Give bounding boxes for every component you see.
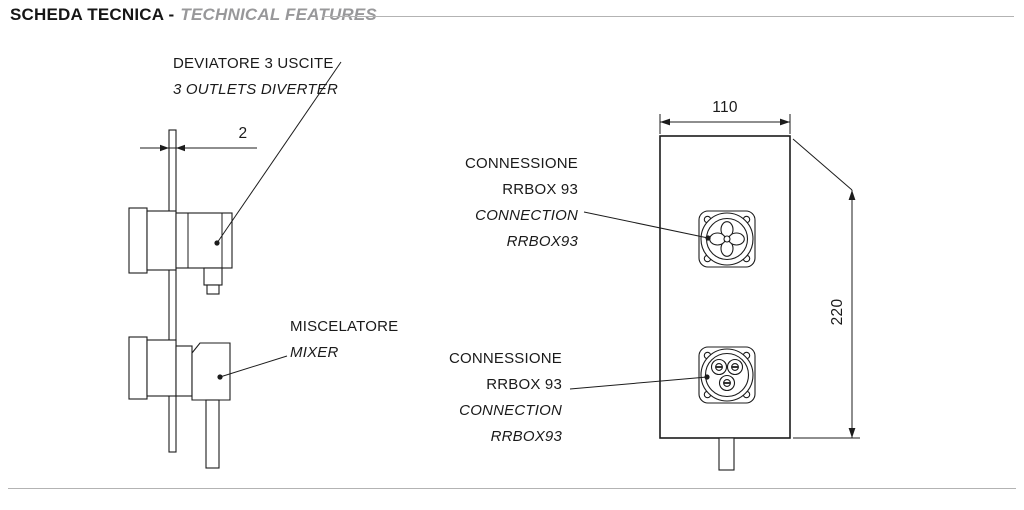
top-connection-line2: RRBOX 93 <box>502 181 578 198</box>
top-connection-line3: CONNECTION <box>475 207 578 224</box>
height-dimension-value: 220 <box>829 298 846 326</box>
outlet-pipe-front <box>718 437 735 471</box>
bottom-connection-line1: CONNESSIONE <box>448 350 562 367</box>
mixer-label-italian: MISCELATORE <box>290 318 399 335</box>
top-connection-leader-line <box>583 211 711 241</box>
mixer-label: MISCELATORE MIXER <box>290 314 398 366</box>
side-wall-plate <box>168 129 177 453</box>
bottom-connection-line4: RRBOX93 <box>490 428 562 445</box>
mixer-leader-line <box>217 355 288 380</box>
bottom-connection-label: CONNESSIONE RRBOX 93 CONNECTION RRBOX93 <box>342 346 562 450</box>
header-rule <box>322 16 1014 17</box>
diverter-label-english: 3 OUTLETS DIVERTER <box>173 81 339 98</box>
thickness-dimension-lines <box>140 144 257 152</box>
footer-rule <box>8 488 1016 489</box>
diverter-label: DEVIATORE 3 USCITE 3 OUTLETS DIVERTER <box>173 51 338 103</box>
top-connection-line1: CONNESSIONE <box>464 155 578 172</box>
width-dimension-value: 110 <box>712 99 738 116</box>
thickness-dimension-value: 2 <box>238 125 248 142</box>
mixer-connector-front <box>698 346 756 404</box>
sheet-title-italian: SCHEDA TECNICA - <box>10 5 175 24</box>
diverter-side-body <box>128 207 233 295</box>
diverter-label-italian: DEVIATORE 3 USCITE <box>173 55 334 72</box>
front-view-drawing <box>569 114 860 471</box>
sheet-title-english: TECHNICAL FEATURES <box>180 5 377 24</box>
header: SCHEDA TECNICA - TECHNICAL FEATURES <box>10 5 1014 31</box>
mixer-side-body <box>128 336 231 469</box>
bottom-connection-leader-line <box>569 374 710 390</box>
width-dimension-lines <box>659 114 791 134</box>
outlet-pipe-side <box>205 399 220 469</box>
bottom-connection-line2: RRBOX 93 <box>486 376 562 393</box>
mixer-label-english: MIXER <box>290 344 339 361</box>
diverter-leader-line <box>214 61 342 246</box>
top-connection-label: CONNESSIONE RRBOX 93 CONNECTION RRBOX93 <box>358 151 578 255</box>
top-connection-line4: RRBOX93 <box>506 233 578 250</box>
bottom-connection-line3: CONNECTION <box>459 402 562 419</box>
diverter-connector-front <box>698 210 756 268</box>
height-dimension-lines <box>792 138 860 439</box>
side-view-drawing <box>128 61 342 469</box>
